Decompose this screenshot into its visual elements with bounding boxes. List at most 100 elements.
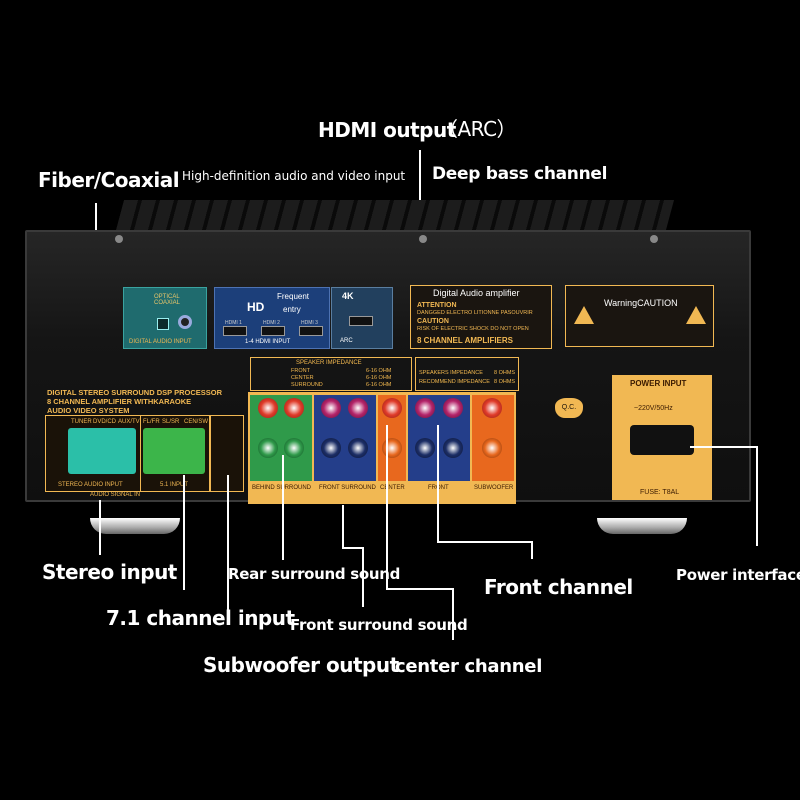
fiber-coaxial-callout: Fiber/Coaxial [38,168,180,192]
digital-audio-amplifier-label: Digital Audio amplifier [433,288,520,298]
hdmi-3-port[interactable] [299,326,323,336]
stereo-input-callout: Stereo input [42,560,177,584]
fuse-label: FUSE: T8AL [640,489,680,496]
arc-label: ARC [340,338,353,344]
leader-center-v [386,425,388,590]
imp-front: FRONT [291,368,310,374]
binding-post-center2[interactable] [382,438,402,458]
screw-icon [419,235,427,243]
warning-triangle-icon [574,306,594,324]
processor-line-3: AUDIO VIDEO SYSTEM [47,406,130,415]
leader-rear [282,455,284,560]
hdmi-input-label: 1-4 HDMI INPUT [245,339,291,345]
cen-sw-label: CEN/SW [184,419,208,425]
leader-front-v [437,425,439,543]
processor-text: DIGITAL STEREO SURROUND DSP PROCESSOR 8 … [47,388,247,415]
hdmi-output-callout: HDMI output [318,118,456,142]
center-panel-label: CENTER [380,485,405,491]
coaxial-port[interactable] [178,315,192,329]
behind-surround-label: BEHIND SURROUND [252,485,312,491]
iec-power-socket[interactable] [630,425,694,455]
hdmi-2-port[interactable] [261,326,285,336]
binding-post-front-surround-r[interactable] [348,398,368,418]
audio-signal-in-label: AUDIO SIGNAL IN [90,492,141,498]
binding-post-front-surround-l2[interactable] [321,438,341,458]
binding-post-behind-surround-r2[interactable] [284,438,304,458]
green-jack-block [143,428,205,474]
ohm-range-1: 6-16 OHM [366,368,392,374]
binding-post-front-surround-r2[interactable] [348,438,368,458]
binding-post-center[interactable] [382,398,402,418]
binding-post-front-r[interactable] [443,398,463,418]
recommend-impedance-panel: SPEAKERS IMPEDANCE RECOMMEND IMPEDANCE 8… [415,357,519,391]
speaker-impedance-title: SPEAKER IMPEDANCE [296,360,362,366]
front-surround-callout: Front surround sound [290,616,468,634]
hdmi-1-label: HDMI 1 [225,320,242,326]
attention-text: DANGGED ELECTRO LITIONNE PASOUVRIR [417,310,533,316]
optical-coaxial-label: OPTICAL COAXIAL [154,294,181,306]
binding-post-front-l[interactable] [415,398,435,418]
aux-tv-label: AUX/TV [118,419,140,425]
speakers-impedance: SPEAKERS IMPEDANCE [419,370,483,376]
voltage-label: ~220V/50Hz [634,405,673,412]
binding-post-subwoofer2[interactable] [482,438,502,458]
hdmi-input-panel: HD Frequent entry HDMI 1 HDMI 2 HDMI 3 1… [214,287,330,349]
binding-post-behind-surround-r[interactable] [284,398,304,418]
stereo-jack-block [68,428,136,474]
subwoofer-output-callout: Subwoofer output [203,653,399,677]
arc-callout: （ARC） [438,117,517,141]
processor-line-1: DIGITAL STEREO SURROUND DSP PROCESSOR [47,388,223,397]
tuner-label: TUNER [71,419,92,425]
warning-caution-label: WarningCAUTION [604,298,678,308]
warning-triangle-icon [686,306,706,324]
hd-av-input-callout: High-definition audio and video input [182,169,406,183]
leader-front-v2 [531,541,533,559]
ch51-input-label: 5.1 INPUT [160,482,189,488]
power-interface-callout: Power interface [676,566,800,584]
processor-line-2: 8 CHANNEL AMPLIFIER WITHKARAOKE [47,397,192,406]
binding-post-front-surround-l[interactable] [321,398,341,418]
frequent-entry-label-2: entry [283,305,301,314]
leader-power-v [756,446,758,546]
binding-post-behind-surround-l2[interactable] [258,438,278,458]
eight-channel-amps-label: 8 CHANNEL AMPLIFIERS [417,336,514,345]
hdmi-out-port[interactable] [349,316,373,326]
foot-left [90,518,180,534]
digital-audio-input-panel: OPTICAL COAXIAL DIGITAL AUDIO INPUT [123,287,207,349]
screw-icon [650,235,658,243]
binding-post-front-l2[interactable] [415,438,435,458]
binding-post-behind-surround-l[interactable] [258,398,278,418]
hdmi-1-port[interactable] [223,326,247,336]
stereo-audio-input-label: STEREO AUDIO INPUT [58,482,123,488]
optical-port[interactable] [157,318,169,330]
caution-text: RISK OF ELECTRIC SHOCK DO NOT OPEN [417,326,529,332]
leader-power-h [690,446,758,448]
caution-title: CAUTION [417,318,449,325]
ohm-range-2: 6-16 OHM [366,375,392,381]
subwoofer-panel-label: SUBWOOFER [474,485,514,491]
attention-title: ATTENTION [417,302,457,309]
imp-center: CENTER [291,375,314,381]
hdmi-2-label: HDMI 2 [263,320,280,326]
leader-front-h [437,541,533,543]
deep-bass-callout: Deep bass channel [432,164,608,184]
leader-center-h [386,588,454,590]
ohm8-1: 8 OHMS [494,370,516,376]
sl-sr-label: SL/SR [162,419,180,425]
leader-front-surround-v [342,505,344,547]
binding-post-subwoofer[interactable] [482,398,502,418]
binding-post-front-r2[interactable] [443,438,463,458]
rear-surround-callout: Rear surround sound [228,565,401,583]
hdmi-arc-panel: 4K ARC [331,287,393,349]
foot-right [597,518,687,534]
recommend-impedance: RECOMMEND IMPEDANCE [419,379,490,385]
top-vents [115,200,675,230]
hd-label: HD [247,300,265,314]
center-channel-callout: center channel [395,656,543,677]
ohm8-2: 8 OHMS [494,379,516,385]
dvd-cd-label: DVD/CD [93,419,117,425]
warning-panel: WarningCAUTION [565,285,714,347]
power-input-label: POWER INPUT [630,379,687,388]
leader-front-surround-h [342,547,364,549]
frequent-entry-label-1: Frequent [277,292,310,301]
